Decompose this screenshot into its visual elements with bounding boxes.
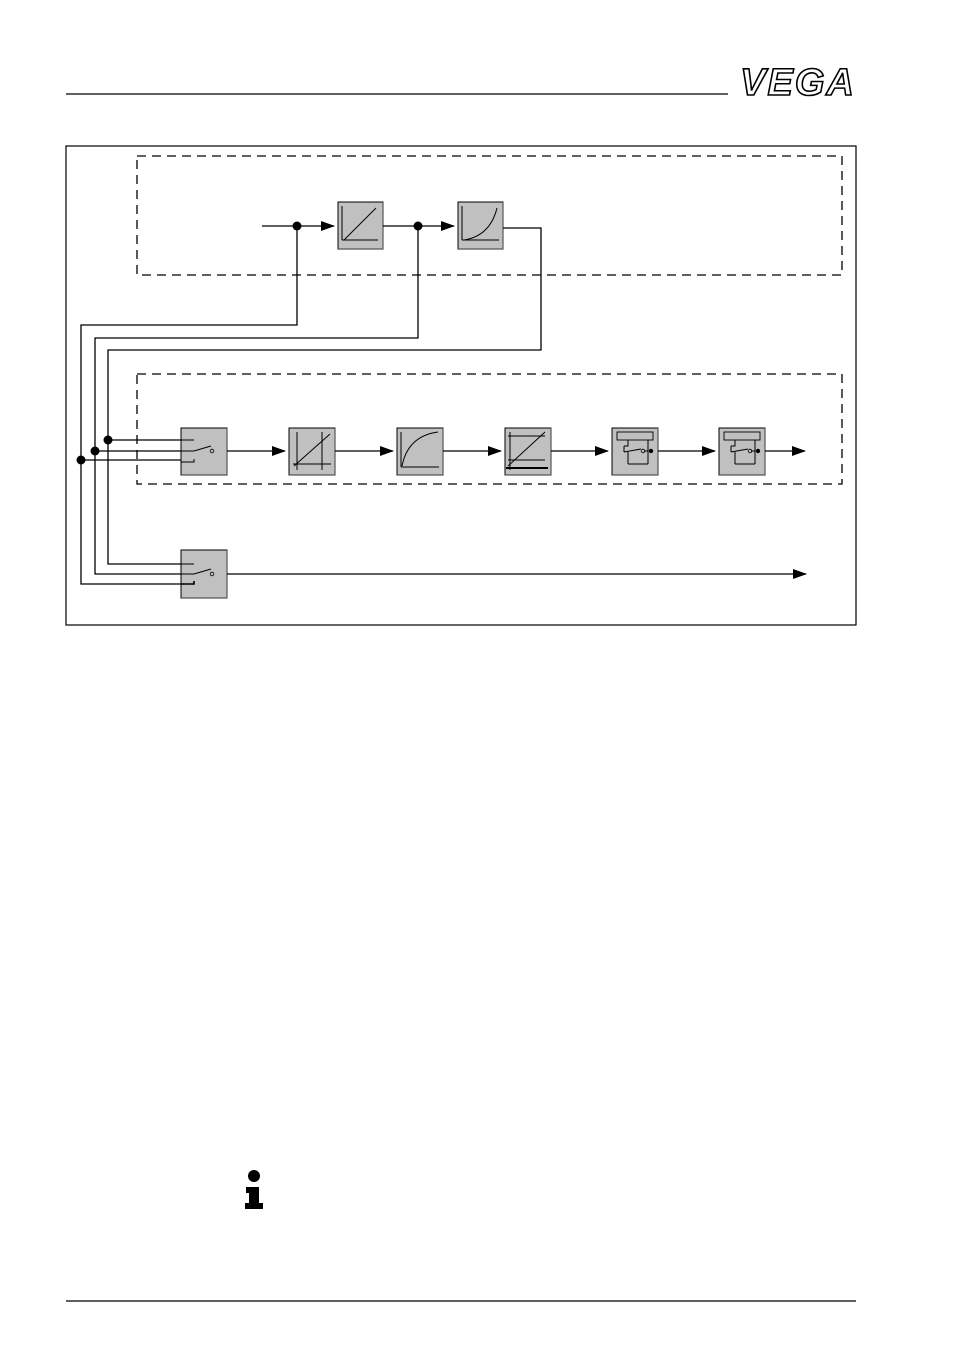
block-scaling xyxy=(289,428,335,475)
block-curve xyxy=(458,202,503,249)
block-selector-1 xyxy=(181,428,227,475)
block-integration xyxy=(397,428,443,475)
block-relay-2 xyxy=(719,428,765,475)
feed-line xyxy=(95,226,418,451)
info-icon xyxy=(245,1170,263,1209)
block-relay-1 xyxy=(612,428,658,475)
block-selector-2 xyxy=(181,550,227,598)
feed-line xyxy=(108,228,541,440)
feed-line xyxy=(81,226,297,460)
feed-line xyxy=(81,460,182,584)
block-limit xyxy=(505,428,551,475)
feed-line xyxy=(108,440,182,564)
vega-logo: VEGA xyxy=(740,62,856,104)
block-linearization xyxy=(338,202,383,249)
svg-text:VEGA: VEGA xyxy=(740,62,856,104)
